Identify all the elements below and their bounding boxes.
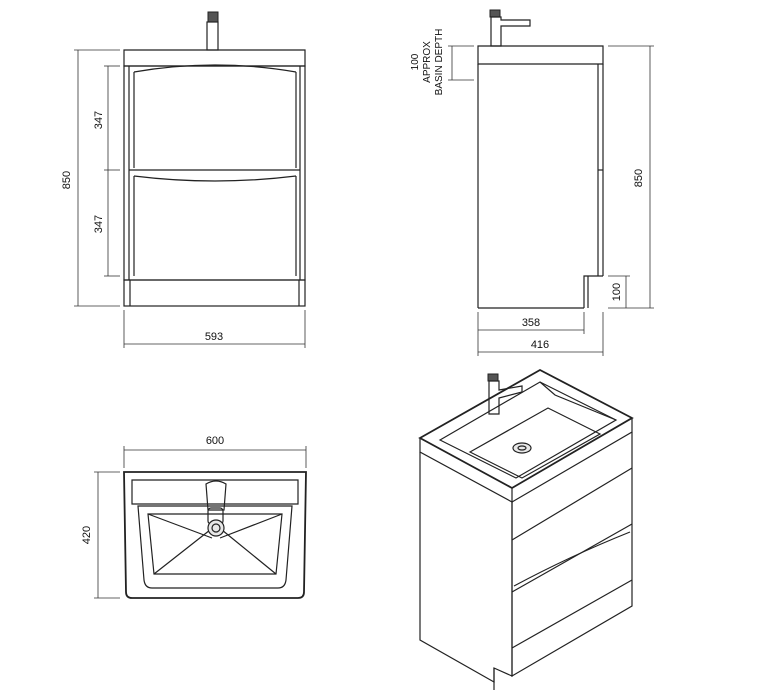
front-height-label: 850 [61, 171, 73, 189]
side-tap-body [490, 16, 531, 47]
top-depth-label: 420 [81, 526, 93, 544]
rear-deck [131, 479, 299, 505]
iso-cabinet-side [419, 452, 513, 684]
upper-drawer-handle-curve [133, 64, 297, 73]
tap-body [206, 21, 219, 51]
tap-handle [207, 11, 219, 23]
tap-top [205, 480, 227, 511]
iso-tap-body [488, 380, 523, 415]
side-view: 100 APPROX BASIN DEPTH 850 100 358 416 [410, 9, 654, 356]
upper-drawer-label: 347 [93, 111, 105, 129]
front-view: 850 347 347 593 [61, 11, 306, 348]
front-width-label: 593 [205, 331, 223, 343]
lower-drawer-handle-curve [133, 175, 297, 182]
inner-bowl [137, 505, 293, 589]
body-depth-label: 358 [522, 317, 540, 329]
lower-drawer-label: 347 [93, 215, 105, 233]
side-tap-handle [489, 9, 501, 18]
iso-drawer-curve [513, 531, 631, 587]
overall-depth-label: 416 [531, 339, 549, 351]
isometric-view [418, 368, 634, 690]
basin-top [123, 49, 306, 67]
basin-depth-line1: APPROX [422, 41, 433, 83]
plinth [123, 279, 306, 307]
side-basin-top [477, 45, 604, 65]
top-width-label: 600 [206, 435, 224, 447]
cabinet-body [123, 65, 306, 281]
top-view: 600 420 [81, 435, 307, 599]
iso-drain-icon [512, 442, 532, 454]
basin-depth-line2: BASIN DEPTH [434, 29, 445, 96]
side-height-label: 850 [633, 169, 645, 187]
iso-tap-handle [487, 373, 499, 382]
plinth-recess [583, 275, 603, 308]
basin-depth-value: 100 [410, 53, 421, 70]
plinth-height-label: 100 [611, 283, 623, 301]
drain-icon [207, 519, 225, 537]
basin-outline [123, 471, 307, 599]
iso-cabinet-front [511, 432, 633, 678]
